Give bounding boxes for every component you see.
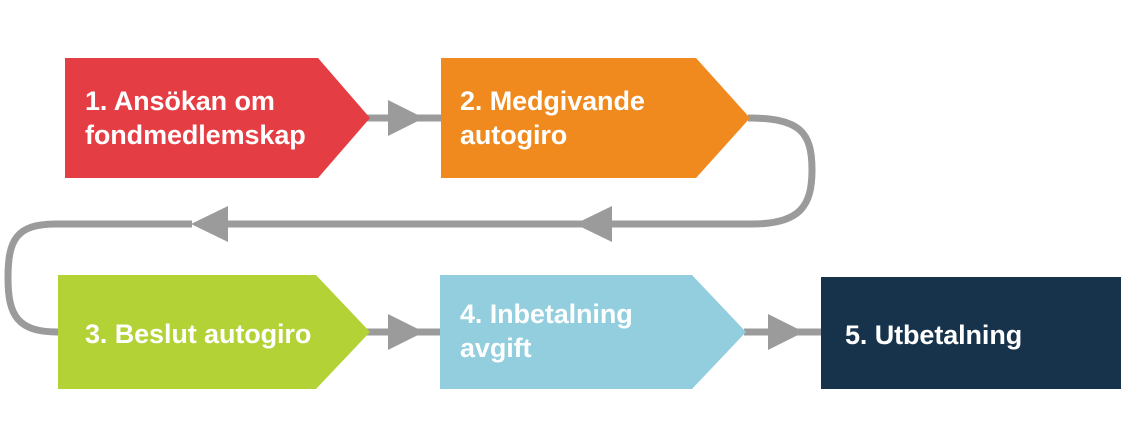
arrow-step4-step5-head	[768, 314, 804, 350]
step-1-shape[interactable]	[65, 58, 370, 178]
arrow-step1-step2-head	[388, 100, 424, 136]
arrow-step3-step4-head	[388, 314, 424, 350]
step-2-shape[interactable]	[441, 58, 750, 178]
return-arrowhead-left	[191, 206, 228, 242]
return-arrowhead-right	[575, 206, 612, 242]
loop-return-line-to-step3	[4, 220, 192, 336]
step-4-shape[interactable]	[440, 275, 746, 389]
step-3-shape[interactable]	[58, 275, 370, 389]
step-5-shape[interactable]	[821, 277, 1121, 389]
step-shape-layer	[58, 58, 1121, 389]
loop-step2-to-return-line	[610, 114, 816, 228]
connector-layer	[4, 100, 822, 350]
